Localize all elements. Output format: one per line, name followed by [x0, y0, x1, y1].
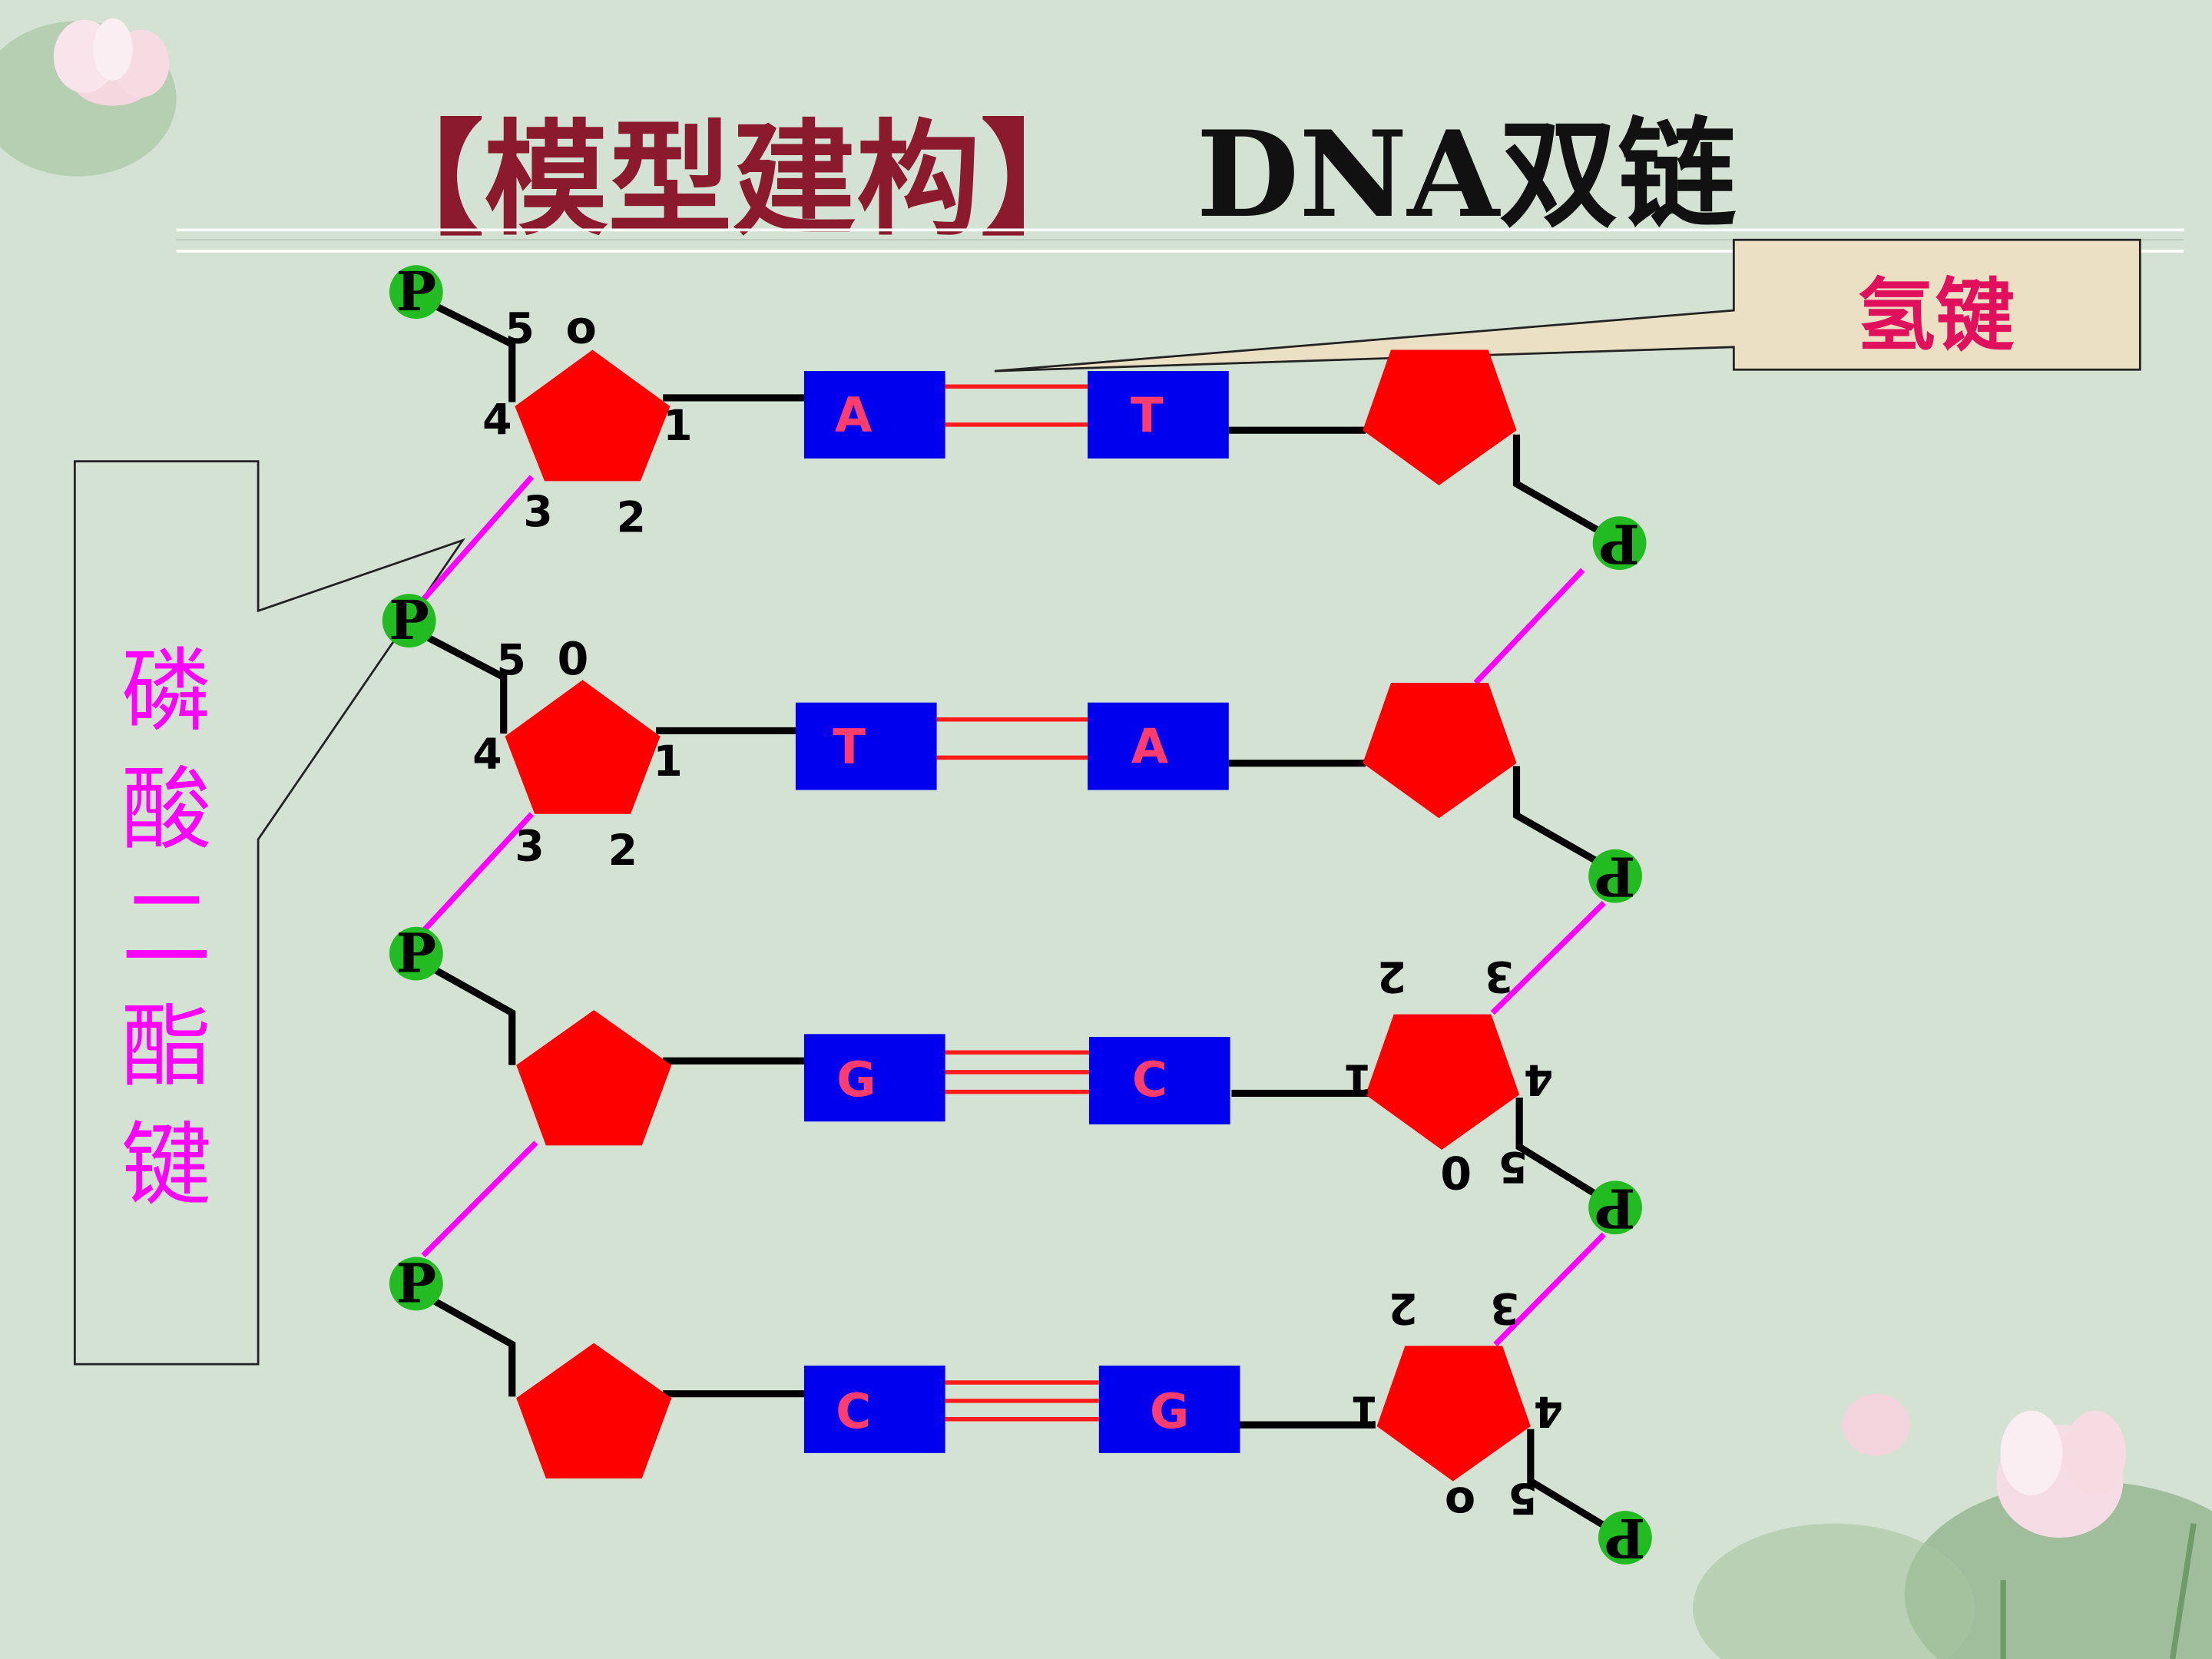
carbon-label: 4 [472, 730, 502, 779]
carbon-label: 1 [663, 401, 692, 450]
phosphodiester-char-3: 二 [121, 876, 212, 981]
carbon-label: 4 [1534, 1386, 1563, 1435]
carbon-label: 2 [617, 492, 646, 541]
right-phosphate-2: P [1588, 845, 1642, 908]
carbon-label: 1 [1343, 1055, 1373, 1104]
left-sugar-3 [516, 1010, 672, 1146]
right-phosphate-1: P [1592, 512, 1647, 575]
carbon-label: 5 [505, 303, 535, 353]
base-box [803, 1365, 945, 1453]
title-bracket-text: 【模型建构】 [359, 107, 1104, 253]
phosphodiester-char-5: 键 [121, 1113, 212, 1218]
base-letter: T [833, 719, 866, 775]
left-strand-phosphodiester-links [421, 475, 538, 1258]
right-sugar-3 [1365, 1014, 1520, 1150]
left-strand-backbone [407, 293, 804, 1398]
svg-text:P: P [1599, 512, 1639, 575]
carbon-label: 5 [497, 635, 526, 684]
carbon-label: 1 [653, 737, 682, 786]
base-box [1088, 702, 1229, 790]
svg-text:P: P [1595, 1176, 1635, 1239]
svg-text:P: P [396, 260, 436, 323]
carbon-label: 3 [1484, 952, 1513, 1002]
svg-text:P: P [389, 589, 429, 652]
right-sugar-4 [1376, 1346, 1531, 1482]
carbon-label: 5 [1498, 1143, 1528, 1192]
base-pair-3: G C [803, 1034, 1230, 1124]
right-strand-phosphodiester-links [1473, 568, 1606, 1346]
oxygen-label: o [566, 300, 597, 353]
base-box [1098, 1365, 1240, 1453]
carbon-label: 3 [1490, 1283, 1519, 1333]
hydrogen-bond-label: 氢键 [1856, 270, 2015, 362]
base-pair-1: A T [803, 371, 1229, 459]
base-letter: G [1150, 1383, 1189, 1439]
base-letter: G [836, 1051, 876, 1108]
carbon-label: 5 [1508, 1474, 1538, 1523]
left-phosphate-1: P [389, 260, 443, 323]
carbon-label: 1 [1350, 1386, 1379, 1435]
svg-text:P: P [1595, 845, 1635, 908]
title-main-text: DNA双链 [1197, 105, 1737, 244]
left-phosphate-2: P [382, 589, 436, 652]
phosphodiester-char-4: 酯 [121, 994, 212, 1099]
carbon-label: 3 [523, 487, 552, 536]
left-sugar-1 [515, 349, 671, 482]
oxygen-label: 0 [558, 632, 589, 685]
base-pair-2: T A [795, 702, 1229, 790]
base-box [795, 702, 937, 790]
base-letter: C [1132, 1051, 1167, 1108]
base-box [803, 371, 945, 459]
svg-text:P: P [1605, 1506, 1645, 1569]
right-strand-backbone [1228, 426, 1621, 1538]
base-letter: T [1131, 387, 1164, 443]
oxygen-label: 0 [1440, 1147, 1472, 1200]
lotus-decoration-top-left [0, 18, 177, 177]
base-pair-4: C G [803, 1365, 1240, 1453]
hydrogen-bond-callout: 氢键 [994, 238, 2141, 373]
svg-text:P: P [396, 1252, 436, 1315]
carbon-label: 3 [515, 821, 544, 870]
carbon-label: 2 [1389, 1283, 1418, 1333]
left-phosphate-3: P [389, 922, 443, 985]
phosphodiester-char-1: 磷 [121, 638, 212, 743]
base-box [1088, 1037, 1230, 1124]
base-letter: A [835, 387, 873, 443]
carbon-label: 4 [1524, 1055, 1553, 1104]
base-box [1088, 371, 1229, 459]
right-sugar-2 [1363, 682, 1517, 819]
carbon-label: 4 [482, 396, 512, 445]
left-phosphate-4: P [389, 1252, 443, 1315]
right-phosphate-3: P [1588, 1176, 1642, 1239]
left-sugar-2 [505, 680, 661, 814]
carbon-label: 2 [608, 826, 637, 875]
svg-text:P: P [396, 922, 436, 985]
lotus-decoration-bottom-right [1693, 1393, 2212, 1659]
left-sugar-4 [516, 1343, 672, 1479]
base-letter: C [836, 1383, 871, 1439]
oxygen-label: o [1445, 1470, 1475, 1523]
base-letter: A [1131, 719, 1169, 775]
base-box [803, 1034, 945, 1122]
phosphodiester-bond-callout: 磷 酸 二 酯 键 [73, 460, 465, 1366]
phosphodiester-char-2: 酸 [121, 757, 212, 863]
carbon-label: 2 [1377, 952, 1406, 1002]
right-sugar-1 [1363, 349, 1517, 485]
right-phosphate-4: P [1598, 1506, 1652, 1569]
